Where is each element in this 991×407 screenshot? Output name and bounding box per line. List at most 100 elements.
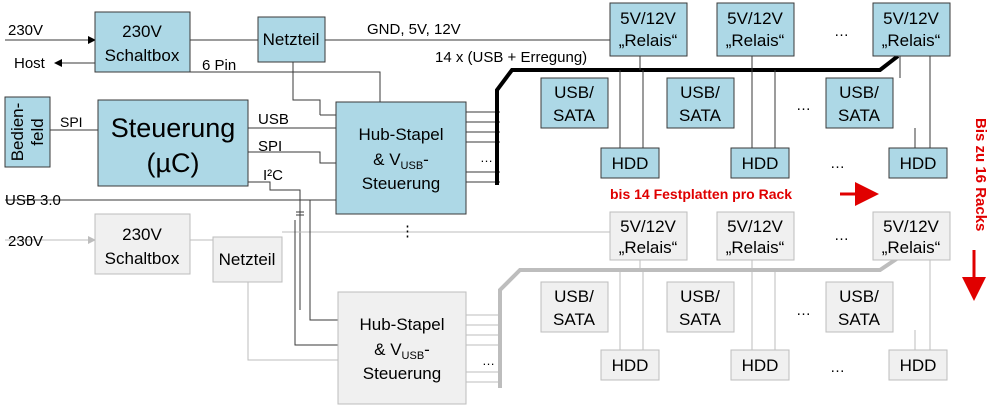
svg-text:HDD: HDD [900,154,937,173]
svg-text:Hub-Stapel: Hub-Stapel [358,125,443,144]
schaltbox-bottom: 230V Schaltbox [94,213,191,275]
svg-text:Schaltbox: Schaltbox [105,46,180,65]
relais-bottom-3: 5V/12V „Relais“ [872,211,951,261]
svg-text:USB/: USB/ [554,287,594,306]
relais-top-2: 5V/12V „Relais“ [716,2,795,57]
usb-bus-top [495,54,900,185]
ellipsis-relais-top: … [834,23,849,40]
netzteil-hub-wire-bottom [247,282,338,361]
svg-text:Steuerung: Steuerung [363,364,441,383]
svg-text:Hub-Stapel: Hub-Stapel [359,315,444,334]
relais-top-1: 5V/12V „Relais“ [609,2,688,57]
usbsata-top-1: USB/ SATA [540,77,609,129]
svg-text:„Relais“: „Relais“ [726,31,785,50]
label-host: Host [14,55,46,72]
usbsata-bottom-3: USB/ SATA [825,281,894,333]
svg-text:5V/12V: 5V/12V [620,9,676,28]
i2c-wire [248,181,301,250]
six-pin-wire [190,71,381,105]
hub-top: Hub-Stapel & VUSB- Steuerung [335,101,467,215]
ellipsis-relais-bottom: … [834,227,849,244]
relais-bottom-1: 5V/12V „Relais“ [609,211,688,261]
hdd-bottom-3: HDD [888,349,948,381]
svg-text:& VUSB-: & VUSB- [373,150,429,172]
label-gnd: GND, 5V, 12V [367,21,461,38]
schaltbox-top: 230V Schaltbox [94,11,191,73]
svg-text:HDD: HDD [742,356,779,375]
ellipsis-sata-bottom: … [796,302,811,319]
svg-text:SATA: SATA [679,310,722,329]
bottom-wires [5,200,931,388]
hdd-top-2: HDD [730,147,790,179]
svg-text:feld: feld [28,118,47,145]
svg-text:5V/12V: 5V/12V [727,9,783,28]
svg-text:5V/12V: 5V/12V [727,217,783,236]
label-spi-panel: SPI [60,114,83,130]
svg-text:5V/12V: 5V/12V [883,9,939,28]
netzteil-hub-wire [292,62,321,115]
svg-text:Steuerung: Steuerung [111,113,236,143]
svg-text:HDD: HDD [612,356,649,375]
svg-text:HDD: HDD [900,356,937,375]
svg-text:USB/: USB/ [839,287,879,306]
svg-text:SATA: SATA [838,106,881,125]
hdd-bottom-1: HDD [600,349,660,381]
ellipsis-sata-top: … [796,97,811,114]
svg-text:„Relais“: „Relais“ [619,238,678,257]
top-wires [5,36,931,310]
svg-text:HDD: HDD [612,154,649,173]
usbsata-bottom-1: USB/ SATA [540,281,609,333]
label-230v-top: 230V [8,22,43,39]
hub-bottom: Hub-Stapel & VUSB- Steuerung [337,291,467,405]
svg-text:„Relais“: „Relais“ [882,238,941,257]
svg-text:SATA: SATA [553,310,596,329]
label-usb30: USB 3.0 [5,192,61,209]
label-usb-bus: 14 x (USB + Erregung) [435,49,587,66]
svg-text:(µC): (µC) [146,148,199,178]
svg-text:& VUSB-: & VUSB- [374,340,430,362]
ellipsis-hub-bottom: … [482,353,495,368]
label-usb: USB [258,111,289,128]
label-i2c: I²C [263,167,283,184]
usbsata-top-2: USB/ SATA [666,77,735,129]
spi-wire [248,151,336,164]
svg-text:230V: 230V [122,22,162,41]
label-230v-bottom: 230V [8,233,43,250]
steuerung: Steuerung (µC) [97,99,249,187]
svg-text:SATA: SATA [679,106,722,125]
relais-bottom-2: 5V/12V „Relais“ [716,211,795,261]
svg-text:„Relais“: „Relais“ [619,31,678,50]
svg-text:Netzteil: Netzteil [263,30,320,49]
svg-text:„Relais“: „Relais“ [882,31,941,50]
svg-text:USB/: USB/ [839,83,879,102]
svg-text:USB/: USB/ [554,83,594,102]
i2c-bottom [294,220,338,346]
svg-text:SATA: SATA [838,310,881,329]
label-racks: Bis zu 16 Racks [972,118,989,231]
hdd-top-1: HDD [600,147,660,179]
netzteil-top: Netzteil [257,16,326,63]
svg-text:Netzteil: Netzteil [219,250,276,269]
netzteil-bottom: Netzteil [212,236,283,283]
svg-text:Schaltbox: Schaltbox [105,249,180,268]
label-per-rack: bis 14 Festplatten pro Rack [610,186,792,202]
svg-text:SATA: SATA [553,106,596,125]
svg-text:„Relais“: „Relais“ [726,238,785,257]
label-6pin: 6 Pin [202,57,236,74]
ellipsis-hub-top: … [480,150,493,165]
hdd-bottom-2: HDD [730,349,790,381]
relais-top-3: 5V/12V „Relais“ [872,2,951,57]
usbsata-bottom-2: USB/ SATA [666,281,735,333]
svg-text:5V/12V: 5V/12V [620,217,676,236]
svg-text:Bedien-: Bedien- [8,103,27,162]
ellipsis-hdd-bottom: … [830,359,845,376]
svg-text:USB/: USB/ [680,287,720,306]
vdots: ⋮ [400,223,415,240]
svg-text:5V/12V: 5V/12V [883,217,939,236]
svg-text:USB/: USB/ [680,83,720,102]
usb-bus-bottom [498,256,900,388]
label-spi: SPI [258,138,282,155]
svg-text:HDD: HDD [742,154,779,173]
usbsata-top-3: USB/ SATA [825,77,894,129]
usb-bottom [309,200,338,321]
